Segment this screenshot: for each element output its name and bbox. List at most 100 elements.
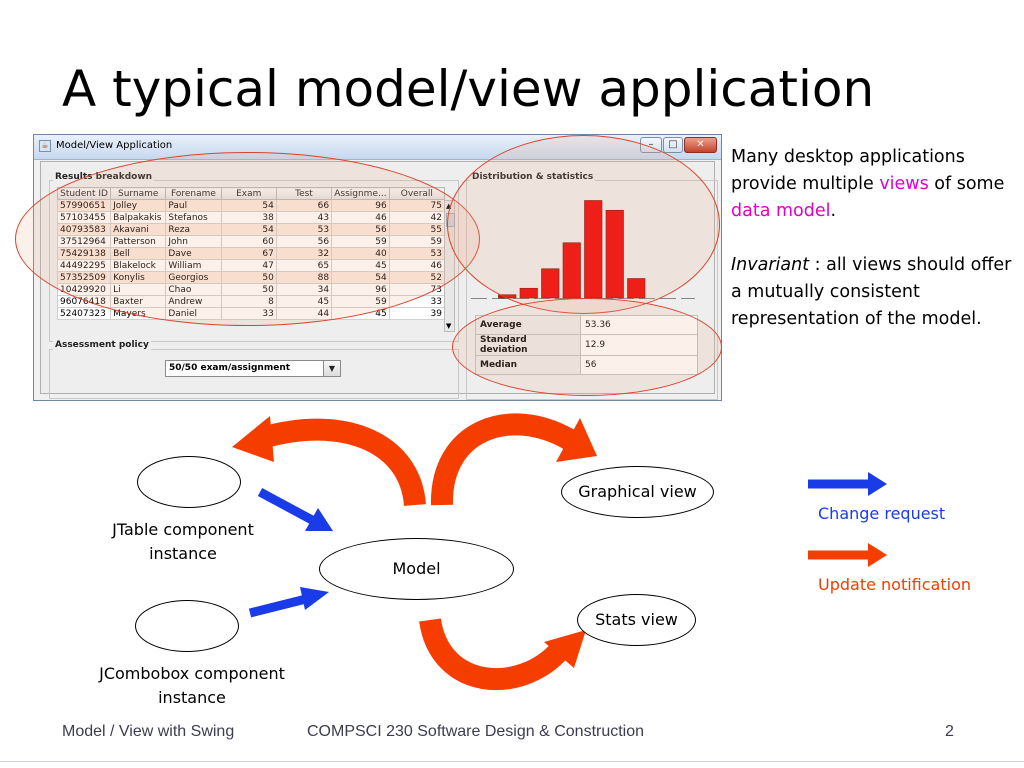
change-arrow-from-jcombo	[248, 593, 312, 618]
table-cell[interactable]: Daniel	[165, 307, 222, 320]
table-cell[interactable]: 75	[388, 199, 446, 212]
legend-change-request-arrowhead	[868, 472, 887, 496]
update-arrow-to-graphical-head	[556, 418, 597, 462]
table-cell[interactable]: 39	[388, 307, 446, 320]
minimize-button[interactable]: –	[640, 137, 662, 153]
stats-view-node: Stats view	[577, 594, 696, 646]
description-text: of some	[928, 174, 1005, 194]
change-arrow-from-jtable-head	[305, 508, 333, 531]
change-arrow-from-jcombo-head	[300, 587, 329, 610]
table-cell[interactable]: Baxter	[110, 295, 167, 308]
update-arrow-to-graphical	[430, 413, 576, 506]
table-cell[interactable]: 54	[220, 223, 277, 236]
table-cell[interactable]: 44	[275, 307, 333, 320]
chevron-down-icon[interactable]: ▼	[323, 361, 340, 376]
legend-update-notification: Update notification	[818, 575, 972, 594]
description-text: Many desktop applications provide multip…	[731, 147, 965, 194]
jcombobox-caption-line-1: JCombobox component	[99, 664, 285, 683]
results-group	[49, 180, 459, 342]
close-button[interactable]: ✕	[684, 137, 717, 153]
table-cell[interactable]: Mayers	[110, 307, 167, 320]
window-title: Model/View Application	[56, 140, 173, 151]
table-cell[interactable]: 40	[331, 247, 390, 260]
table-cell[interactable]: 59	[388, 235, 446, 248]
data-model-highlight: data model	[731, 201, 831, 221]
legend-update-notification-arrowhead	[868, 543, 887, 567]
policy-combobox[interactable]: 50/50 exam/assignment ▼	[165, 360, 341, 377]
table-cell[interactable]: Bell	[110, 247, 167, 260]
maximize-button[interactable]: □	[663, 137, 683, 153]
window-titlebar: ☕ Model/View Application – □ ✕	[34, 135, 721, 160]
table-cell[interactable]: Reza	[165, 223, 222, 236]
table-cell[interactable]: Paul	[165, 199, 222, 212]
change-arrow-from-jtable	[257, 488, 315, 524]
footer-left: Model / View with Swing	[62, 723, 235, 740]
scroll-up-icon[interactable]: ▲	[446, 202, 452, 210]
slide-title: A typical model/view application	[62, 60, 875, 118]
table-cell[interactable]: 32	[275, 247, 333, 260]
table-cell[interactable]: 55	[388, 223, 446, 236]
update-arrow-to-jtable	[258, 418, 426, 507]
table-cell[interactable]: 33	[388, 295, 446, 308]
update-arrow-to-stats-head	[544, 630, 586, 668]
table-cell[interactable]: 52	[388, 271, 446, 284]
statistic-value: 56	[580, 355, 698, 375]
jtable-caption: JTable component instance	[98, 518, 268, 566]
model-node: Model	[319, 538, 514, 600]
description-text: : all views should offer a mutually cons…	[731, 255, 1012, 329]
invariant-term: Invariant	[731, 255, 810, 275]
scroll-down-icon[interactable]: ▼	[446, 322, 452, 330]
column-header[interactable]: Forename	[165, 187, 222, 200]
app-window: ☕ Model/View Application – □ ✕ Results b…	[33, 134, 722, 401]
distribution-label: Distribution & statistics	[470, 172, 596, 182]
footer-center: COMPSCI 230 Software Design & Constructi…	[307, 723, 645, 740]
statistic-value: 12.9	[580, 334, 698, 356]
results-label: Results breakdown	[53, 172, 155, 182]
table-cell[interactable]: 54	[331, 271, 390, 284]
column-header[interactable]: Student ID	[56, 187, 112, 200]
column-header[interactable]: Overall	[388, 187, 446, 200]
graphical-view-node: Graphical view	[561, 466, 714, 518]
description-paragraph-2: Invariant : all views should offer a mut…	[731, 252, 1021, 333]
jcombobox-node	[135, 600, 239, 652]
table-cell[interactable]: 66	[275, 199, 333, 212]
description-paragraph-1: Many desktop applications provide multip…	[731, 144, 1021, 225]
policy-combobox-value: 50/50 exam/assignment	[169, 363, 291, 373]
table-cell[interactable]: 88	[275, 271, 333, 284]
statistic-label: Median	[475, 355, 581, 375]
description-text: .	[830, 201, 837, 221]
update-arrow-to-jtable-head	[232, 416, 274, 462]
jcombobox-caption: JCombobox component instance	[82, 662, 302, 710]
jtable-caption-line-2: instance	[149, 544, 217, 563]
table-cell[interactable]: Andrew	[165, 295, 222, 308]
footer-divider	[0, 761, 1024, 762]
distribution-histogram	[471, 200, 695, 299]
table-cell[interactable]: 54	[220, 199, 277, 212]
jtable-node	[137, 456, 241, 508]
policy-group	[49, 349, 459, 399]
table-scrollbar[interactable]: ▲ ▼	[444, 200, 455, 332]
jcombobox-caption-line-2: instance	[158, 688, 226, 707]
scroll-thumb[interactable]	[446, 213, 455, 227]
views-highlight: views	[879, 174, 929, 194]
table-cell[interactable]: 45	[275, 295, 333, 308]
legend-change-request: Change request	[818, 504, 946, 523]
policy-label: Assessment policy	[53, 340, 151, 350]
column-header[interactable]: Exam	[220, 187, 277, 200]
table-cell[interactable]: 67	[220, 247, 277, 260]
table-cell[interactable]: Jolley	[110, 199, 167, 212]
java-app-icon: ☕	[39, 140, 51, 152]
